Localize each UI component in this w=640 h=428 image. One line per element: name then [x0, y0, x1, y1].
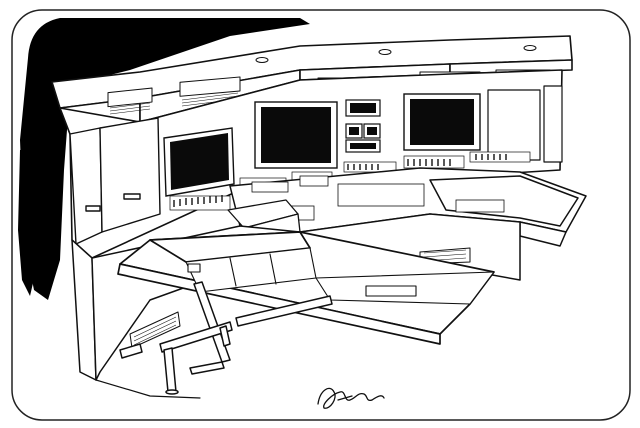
left-side-panel [69, 117, 161, 245]
button-ticks [173, 154, 507, 207]
front-console-panels [185, 247, 495, 305]
center-monitor [254, 101, 338, 169]
ink-shadow [20, 18, 310, 300]
ceiling-lights [255, 45, 537, 63]
ink-shadow-splatter [18, 150, 36, 296]
support-struts [119, 281, 333, 395]
mid-deck-details [251, 175, 505, 221]
artist-signature [317, 387, 385, 409]
right-back-panels [487, 85, 563, 163]
lower-vent-slats [133, 249, 467, 346]
left-monitor [163, 127, 235, 197]
floor-line [95, 379, 201, 399]
right-monitor [403, 93, 481, 151]
small-displays [345, 99, 381, 153]
